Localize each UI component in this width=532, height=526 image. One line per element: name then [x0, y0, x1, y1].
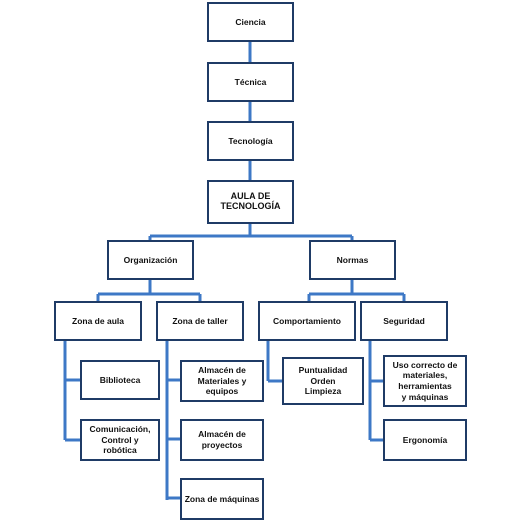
node-seguridad: Seguridad [360, 301, 448, 341]
node-organizacion-label: Organización [123, 254, 178, 265]
node-almacen-proyectos: Almacén de proyectos [180, 419, 264, 461]
node-comunicacion-label: Comunicación, Control y robótica [89, 424, 151, 456]
node-zona-de-maquinas: Zona de máquinas [180, 478, 264, 520]
node-zona-de-aula: Zona de aula [54, 301, 142, 341]
node-zona-de-taller-label: Zona de taller [172, 315, 228, 326]
node-ciencia: Ciencia [207, 2, 294, 42]
node-aula-label: AULA DE TECNOLOGÍA [220, 191, 281, 211]
node-comportamiento-label: Comportamiento [273, 315, 341, 326]
node-uso-correcto: Uso correcto de materiales, herramientas… [383, 355, 467, 407]
node-tecnologia-label: Tecnología [228, 135, 273, 146]
node-zona-de-maquinas-label: Zona de máquinas [184, 493, 260, 504]
node-comunicacion-control-robotica: Comunicación, Control y robótica [80, 419, 160, 461]
node-comportamiento: Comportamiento [258, 301, 356, 341]
node-aula-de-tecnologia: AULA DE TECNOLOGÍA [207, 180, 294, 224]
node-ergonomia-label: Ergonomía [402, 434, 448, 445]
node-normas: Normas [309, 240, 396, 280]
node-tecnologia: Tecnología [207, 121, 294, 161]
node-almacen-materiales-equipos: Almacén de Materiales y equipos [180, 360, 264, 402]
node-zona-de-aula-label: Zona de aula [72, 315, 124, 326]
node-almacen-materiales-label: Almacén de Materiales y equipos [197, 365, 247, 397]
node-almacen-proyectos-label: Almacén de proyectos [198, 429, 246, 450]
node-ergonomia: Ergonomía [383, 419, 467, 461]
node-biblioteca-label: Biblioteca [99, 374, 141, 385]
node-puntualidad-label: Puntualidad Orden Limpieza [298, 365, 348, 397]
node-organizacion: Organización [107, 240, 194, 280]
node-zona-de-taller: Zona de taller [156, 301, 244, 341]
node-tecnica: Técnica [207, 62, 294, 102]
node-seguridad-label: Seguridad [383, 315, 425, 326]
node-normas-label: Normas [336, 254, 369, 265]
node-ciencia-label: Ciencia [235, 16, 266, 27]
node-puntualidad-orden-limpieza: Puntualidad Orden Limpieza [282, 357, 364, 405]
node-tecnica-label: Técnica [234, 76, 267, 87]
node-biblioteca: Biblioteca [80, 360, 160, 400]
node-uso-correcto-label: Uso correcto de materiales, herramientas… [392, 359, 458, 402]
